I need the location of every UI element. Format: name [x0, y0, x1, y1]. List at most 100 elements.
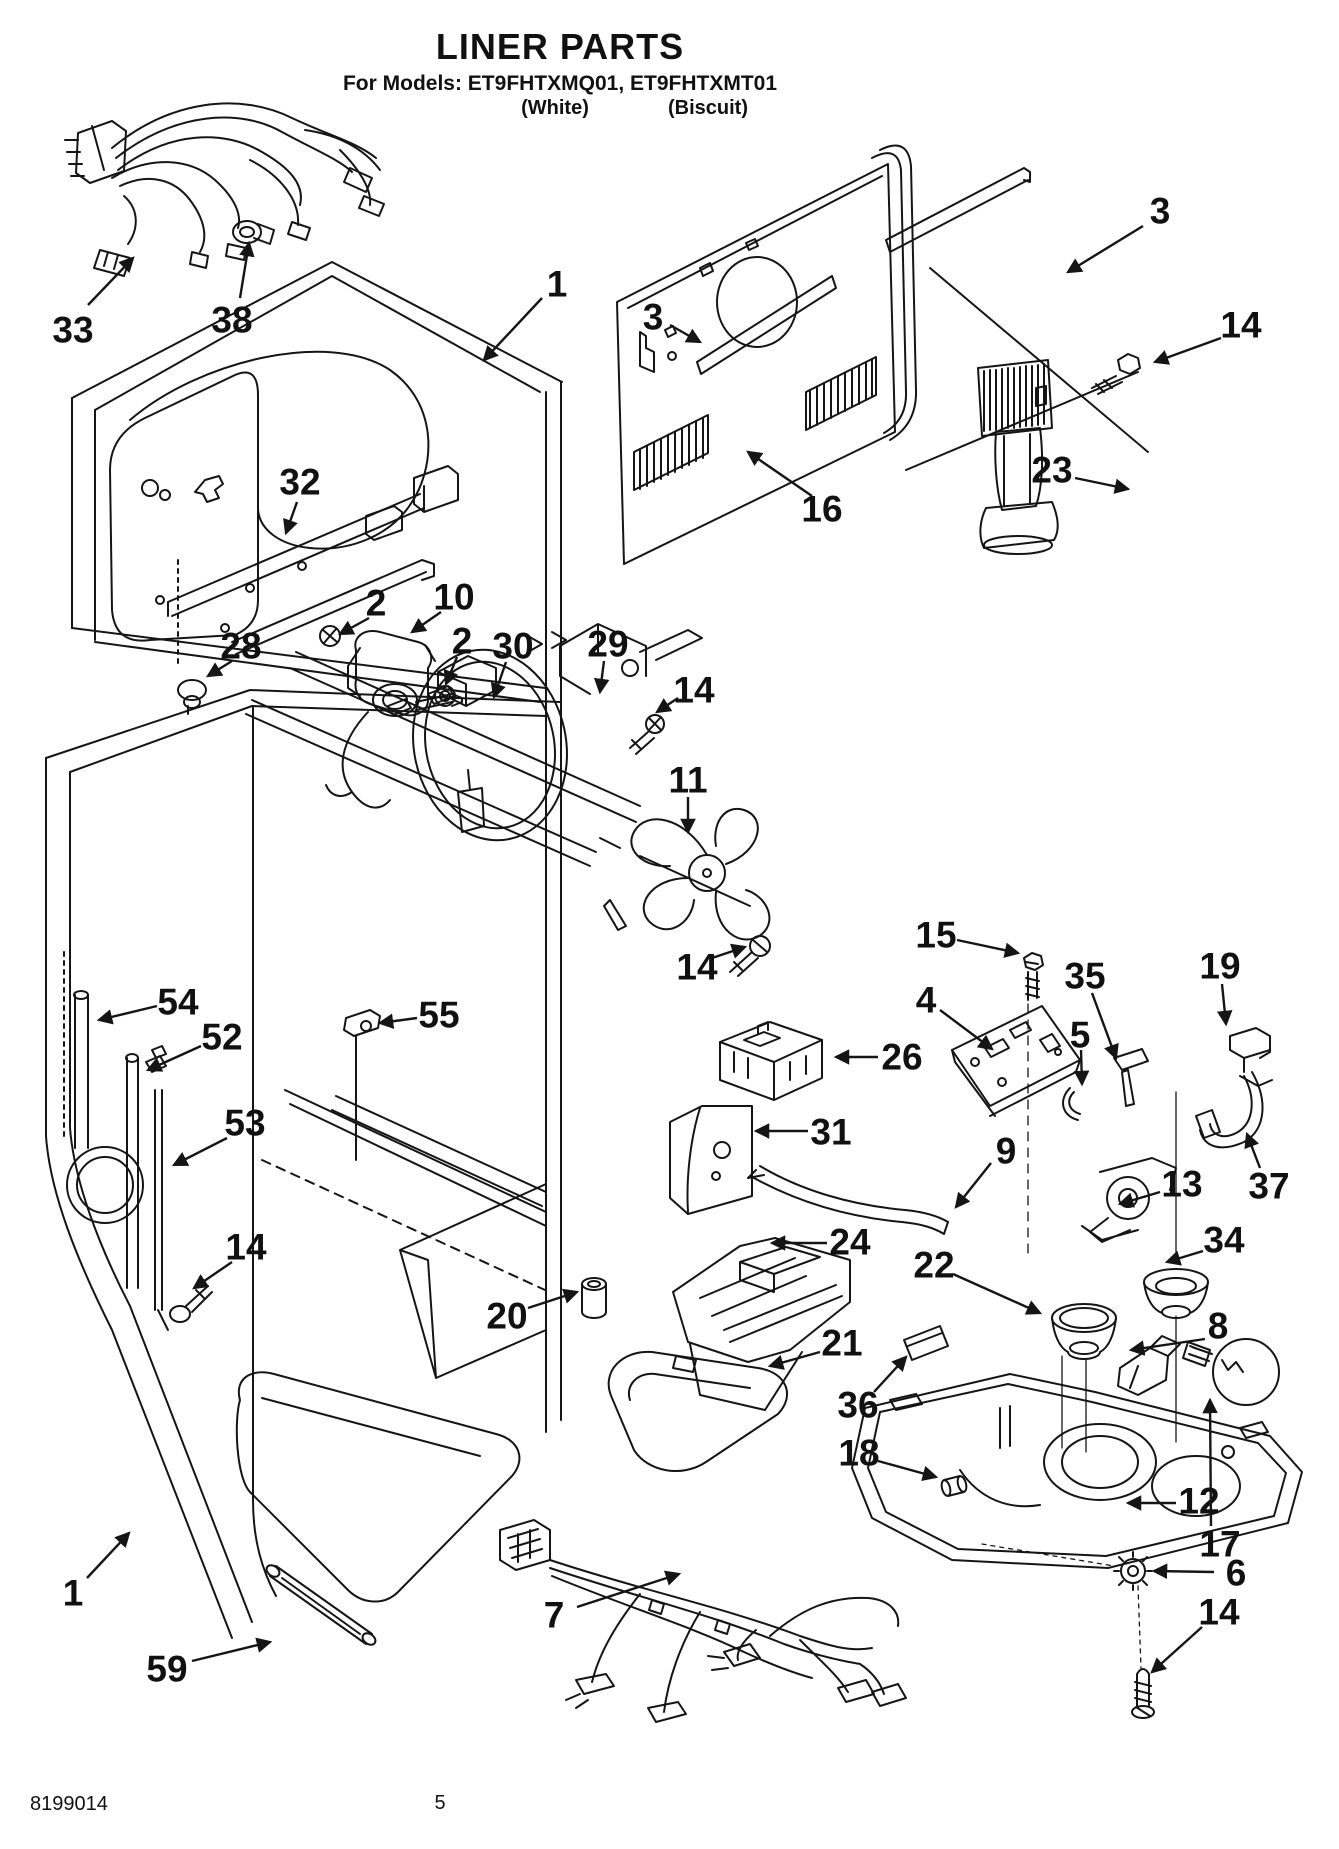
- page-number: 5: [434, 1792, 446, 1814]
- callout-leader: [238, 240, 255, 299]
- callout-leader: [410, 611, 442, 634]
- callout-label: 11: [668, 760, 707, 801]
- callout-label: 28: [220, 626, 261, 667]
- callout-leader: [1216, 983, 1233, 1027]
- callout-label: 9: [996, 1131, 1017, 1172]
- callout-label: 1: [63, 1573, 84, 1614]
- callout-leader: [145, 1044, 202, 1072]
- callout-label: 22: [913, 1245, 954, 1286]
- callout-label: 54: [157, 982, 199, 1023]
- callout-label: 20: [486, 1296, 527, 1337]
- callout-label: 2: [366, 583, 387, 624]
- callout-leader: [746, 450, 813, 497]
- callout-label: 33: [52, 310, 93, 351]
- callout-leader: [86, 1531, 131, 1579]
- callout-leader: [954, 1162, 992, 1209]
- callout-leader: [1202, 1397, 1218, 1527]
- callout-leader: [593, 660, 610, 695]
- callout-leader: [1128, 1337, 1206, 1356]
- callout-label: 10: [433, 577, 474, 618]
- callout-leader: [711, 943, 748, 960]
- callout-leader: [956, 938, 1021, 958]
- alignment-lines-art: [981, 1003, 1177, 1669]
- callout-label: 16: [801, 489, 842, 530]
- wire-harness-bottom-art: [499, 1519, 907, 1723]
- callout-leader: [576, 1570, 682, 1609]
- callout-label: 4: [916, 980, 937, 1021]
- callout-label: 23: [1031, 450, 1072, 491]
- callout-label: 31: [810, 1112, 851, 1153]
- callout-leader: [337, 616, 370, 636]
- callout-leader: [1151, 1563, 1215, 1580]
- callout-leader: [377, 1013, 418, 1029]
- callout-leader: [1074, 476, 1131, 494]
- callout-leader: [527, 1288, 580, 1310]
- callout-leader: [669, 323, 703, 344]
- callout-leader: [1073, 1049, 1090, 1087]
- callout-label: 5: [1070, 1015, 1091, 1056]
- callout-label: 36: [837, 1385, 878, 1426]
- callout-label: 15: [915, 915, 956, 956]
- fan-assembly-art: [245, 623, 771, 977]
- callout-leader: [1066, 224, 1144, 274]
- callout-label: 3: [1150, 191, 1171, 232]
- freezer-internals-art: [167, 465, 463, 809]
- callout-label: 29: [587, 624, 628, 665]
- callout-leader: [952, 1272, 1043, 1315]
- callout-label: 12: [1178, 1481, 1219, 1522]
- mid-lower-parts-art: [607, 1021, 968, 1497]
- callout-leader: [482, 297, 543, 362]
- callout-leader: [1150, 1626, 1203, 1674]
- callout-leader: [206, 659, 233, 678]
- callout-leader: [283, 501, 299, 536]
- evaporator-panel-art: [616, 144, 1149, 565]
- callout-label: 26: [881, 1037, 922, 1078]
- callout-label: 35: [1064, 956, 1105, 997]
- callout-label: 14: [225, 1227, 267, 1268]
- callout-leader: [443, 656, 459, 687]
- callout-label: 52: [201, 1017, 242, 1058]
- callout-label: 19: [1199, 946, 1240, 987]
- damper-control-art: [977, 353, 1141, 555]
- callout-leader: [767, 1350, 821, 1370]
- callout-leader: [1244, 1131, 1262, 1169]
- callout-leader: [655, 697, 679, 714]
- callout-leader: [1152, 336, 1222, 365]
- callout-leader: [939, 1009, 994, 1051]
- callout-label: 14: [676, 947, 718, 988]
- callout-label: 59: [146, 1649, 187, 1690]
- callout-label: 37: [1248, 1166, 1289, 1207]
- callout-label: 55: [418, 995, 459, 1036]
- callout-label: 14: [1198, 1592, 1240, 1633]
- models-line: For Models: ET9FHTXMQ01, ET9FHTXMT01: [342, 72, 778, 95]
- callout-label: 30: [492, 626, 533, 667]
- callout-label: 53: [224, 1103, 265, 1144]
- callout-label: 1: [547, 264, 568, 305]
- color-label-white: (White): [521, 97, 589, 119]
- callout-leader: [877, 1459, 939, 1481]
- page-title: LINER PARTS: [435, 26, 685, 67]
- callout-label: 7: [544, 1595, 565, 1636]
- callout-label: 2: [452, 621, 473, 662]
- fridge-liner-art: [45, 689, 607, 1646]
- callout-leader: [171, 1136, 228, 1167]
- callout-label: 13: [1161, 1164, 1202, 1205]
- callout-leader: [191, 1637, 273, 1663]
- callout-leader: [1090, 992, 1119, 1061]
- callout-leader: [87, 256, 135, 306]
- callout-leader: [490, 661, 508, 700]
- callout-label: 14: [1220, 305, 1262, 346]
- callout-leader: [873, 1355, 908, 1393]
- wire-harness-top-art: [64, 102, 385, 277]
- callout-label: 18: [838, 1433, 879, 1474]
- lamp-housing-art: [851, 1268, 1303, 1719]
- freezer-liner-art: [71, 261, 563, 1433]
- callout-leader: [96, 1004, 158, 1025]
- callout-label: 14: [673, 670, 715, 711]
- callout-label: 34: [1203, 1220, 1245, 1261]
- callout-label: 8: [1208, 1306, 1229, 1347]
- callout-label: 17: [1199, 1524, 1240, 1565]
